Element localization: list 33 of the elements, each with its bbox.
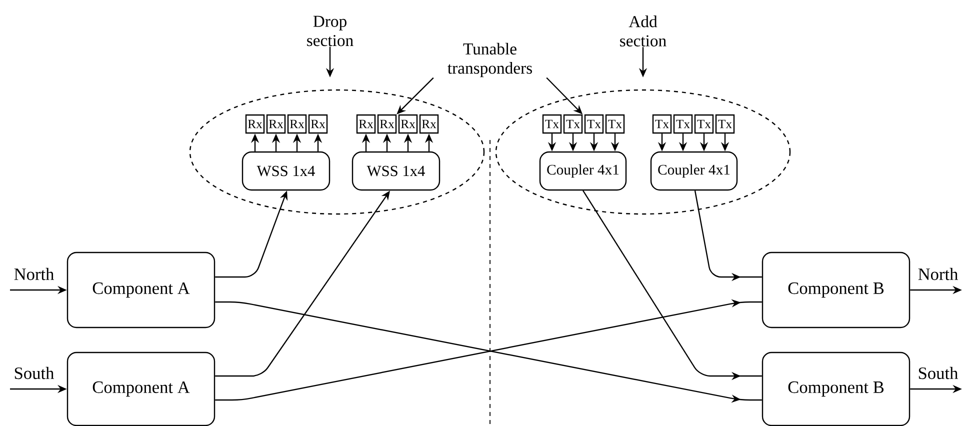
callout-label: Tunable transponders bbox=[448, 42, 532, 78]
component-box: Component A bbox=[66, 352, 216, 426]
section-label: Drop section bbox=[307, 16, 354, 46]
transmitter-box: Tx bbox=[605, 114, 625, 134]
section-label: Add section bbox=[620, 16, 666, 46]
transmitter-box: Tx bbox=[652, 114, 672, 134]
edge-label: South bbox=[917, 366, 959, 380]
transmitter-box: Tx bbox=[673, 114, 693, 134]
process-box: WSS 1x4 bbox=[242, 151, 330, 191]
receiver-box: Rx bbox=[398, 114, 418, 134]
dashed-ellipse bbox=[189, 89, 485, 215]
component-box: Component B bbox=[762, 252, 910, 328]
process-box: Coupler 4x1 bbox=[539, 151, 627, 191]
edge-label: South bbox=[13, 366, 55, 380]
receiver-box: Rx bbox=[308, 114, 328, 134]
receiver-box: Rx bbox=[356, 114, 376, 134]
edge-label: North bbox=[917, 267, 959, 281]
process-box: Coupler 4x1 bbox=[650, 151, 738, 191]
receiver-box: Rx bbox=[287, 114, 307, 134]
edge-label: North bbox=[13, 267, 55, 281]
transmitter-box: Tx bbox=[715, 114, 735, 134]
receiver-box: Rx bbox=[245, 114, 265, 134]
component-box: Component A bbox=[66, 252, 216, 328]
receiver-box: Rx bbox=[266, 114, 286, 134]
receiver-box: Rx bbox=[377, 114, 397, 134]
transmitter-box: Tx bbox=[584, 114, 604, 134]
process-box: WSS 1x4 bbox=[352, 151, 440, 191]
transmitter-box: Tx bbox=[694, 114, 714, 134]
receiver-box: Rx bbox=[419, 114, 439, 134]
component-box: Component B bbox=[762, 352, 910, 426]
dashed-ellipse bbox=[495, 89, 791, 215]
transmitter-box: Tx bbox=[563, 114, 583, 134]
transmitter-box: Tx bbox=[542, 114, 562, 134]
